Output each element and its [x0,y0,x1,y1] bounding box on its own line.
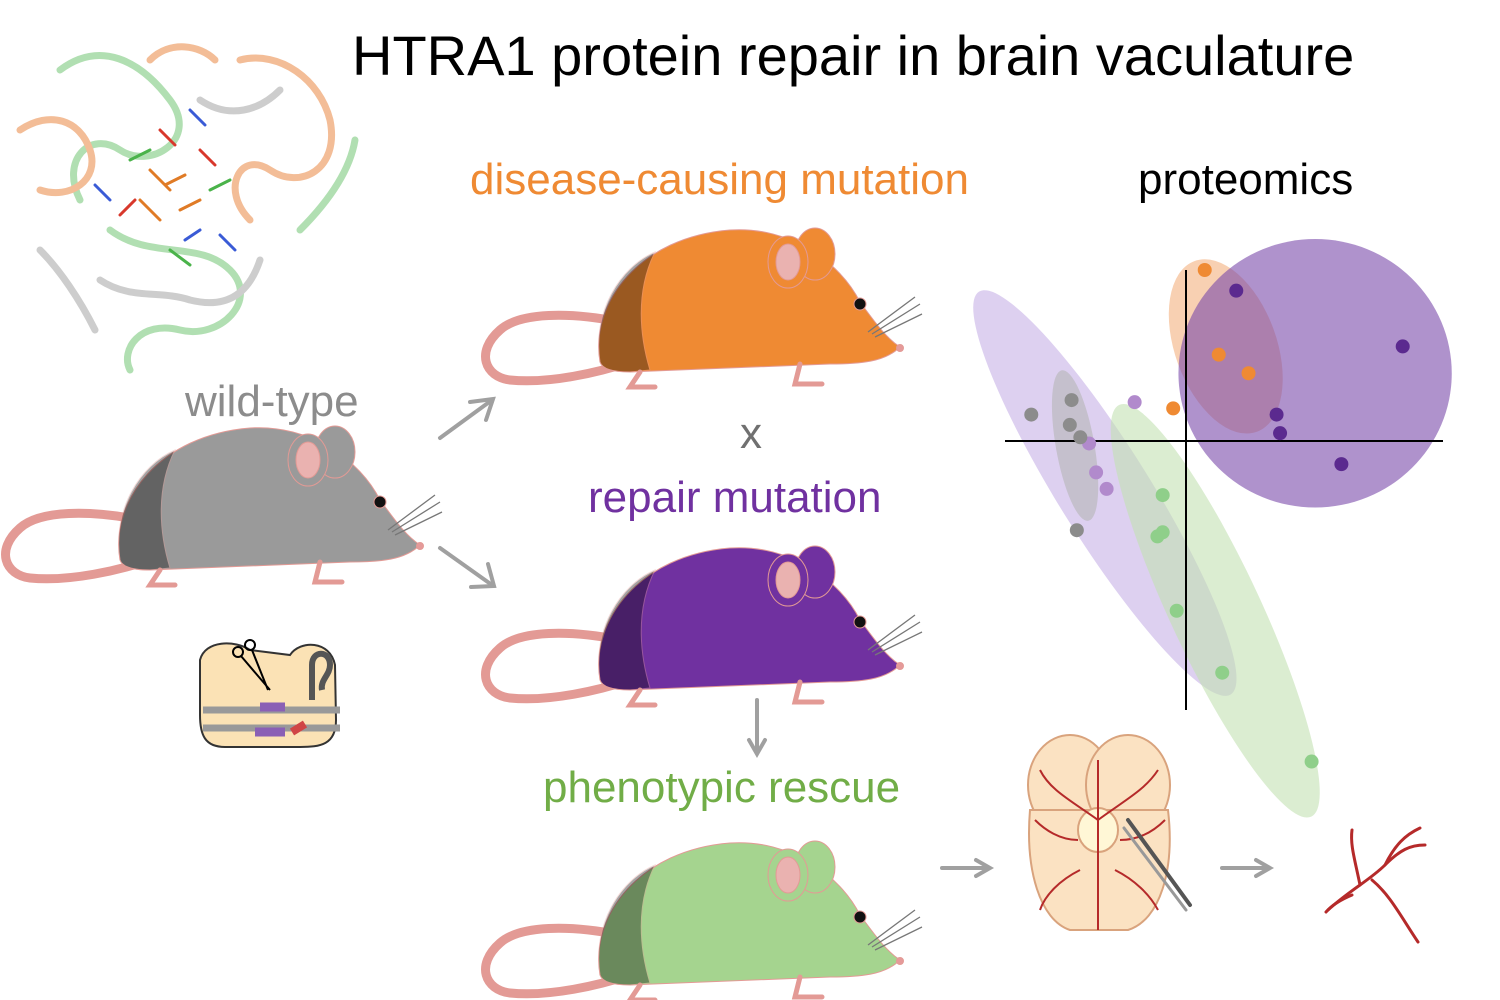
wild-type-label: wild-type [185,377,359,426]
proteomics-label: proteomics [1138,155,1354,204]
repair-mutation-label: repair mutation [588,473,882,522]
disease-mutation-label: disease-causing mutation [470,155,969,204]
data-point-g1-0 [1229,283,1244,298]
data-point-g4-5 [1304,754,1319,769]
data-point-g2-2 [1089,465,1104,480]
data-point-g3-0 [1024,407,1039,422]
crispr-scissors-icon [199,639,340,748]
group-ellipse-4 [1051,370,1099,521]
data-point-g0-3 [1166,401,1181,416]
protein-structure-image [16,43,359,374]
data-point-g0-1 [1211,347,1226,362]
data-point-g4-2 [1155,525,1170,540]
cross-symbol: x [740,409,762,458]
repair-mouse [486,546,922,705]
data-point-g3-3 [1073,430,1088,445]
disease-mouse [486,228,922,387]
data-point-g0-0 [1197,263,1212,277]
arrow-to-repair [438,546,497,589]
data-point-g2-0 [1127,395,1142,410]
isolated-vessel-image [1324,826,1427,944]
data-point-g1-1 [1395,339,1410,354]
data-point-g2-3 [1099,481,1114,496]
data-point-g3-4 [1069,523,1084,538]
group-ellipse-3 [1110,403,1320,818]
data-point-g0-2 [1241,366,1256,381]
data-point-g1-4 [1334,457,1349,472]
data-point-g4-0 [1155,488,1170,503]
arrow-to-brain [940,858,995,878]
data-point-g4-3 [1169,603,1184,618]
proteomics-scatter-plot [973,239,1452,818]
phenotypic-rescue-label: phenotypic rescue [543,763,901,812]
data-point-g4-4 [1215,665,1230,680]
figure-title: HTRA1 protein repair in brain vaculature [352,24,1355,87]
data-point-g3-1 [1064,393,1079,408]
arrow-to-disease [438,396,496,440]
rescue-mouse [486,841,922,1000]
data-point-g1-2 [1269,407,1284,422]
arrow-to-vessel [1220,858,1275,878]
wild-type-mouse [6,426,442,585]
data-point-g1-3 [1273,426,1288,441]
data-point-g3-2 [1062,417,1077,432]
brain-vasculature-image [1027,734,1192,931]
arrow-down-to-rescue [747,698,767,759]
group-ellipse-1 [1178,239,1452,508]
